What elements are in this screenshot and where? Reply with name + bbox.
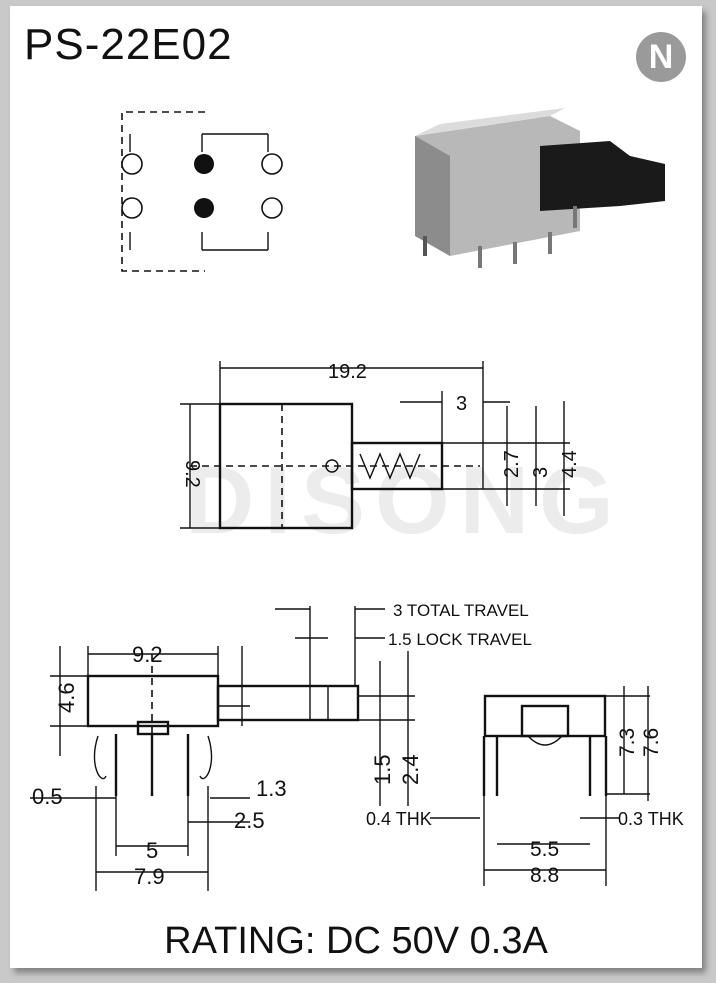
front-dim-1-3-label: 1.3 xyxy=(256,776,287,801)
contact-schematic: 19.2 9.2 3 2.7 3 4.4 xyxy=(30,108,684,891)
side-pitch-label: 5.5 xyxy=(530,838,559,861)
front-body-width-label: 9.2 xyxy=(132,642,163,667)
side-thk-right-label: 0.3 THK xyxy=(618,809,684,829)
top-dim-2-7-label: 2.7 xyxy=(501,450,523,478)
top-dim-3-label: 3 xyxy=(530,467,552,478)
side-span-label: 8.8 xyxy=(530,864,559,887)
front-height-label: 4.6 xyxy=(54,682,79,713)
side-dim-7-3-label: 7.3 xyxy=(616,728,639,757)
lock-travel-label: 1.5 LOCK TRAVEL xyxy=(388,630,532,649)
side-view-drawing: 7.3 7.6 0.4 THK 0.3 THK 5.5 8.8 xyxy=(366,686,684,887)
top-width-label: 9.2 xyxy=(181,460,203,488)
datasheet-page: PS-22E02 N DISONG xyxy=(10,6,702,968)
side-thk-left-label: 0.4 THK xyxy=(366,809,432,829)
total-travel-label: 3 TOTAL TRAVEL xyxy=(393,601,529,620)
top-length-label: 19.2 xyxy=(328,361,367,383)
top-view-drawing: 19.2 9.2 3 2.7 3 4.4 xyxy=(180,361,581,530)
brand-logo-icon: N xyxy=(636,32,686,82)
front-pitch-label: 5 xyxy=(146,838,158,863)
front-view-drawing: 9.2 4.6 3 TOTAL TRAVEL 1.5 LOCK TRAVEL 1… xyxy=(30,601,532,891)
product-photo xyxy=(415,108,665,268)
watermark: DISONG xyxy=(185,447,624,554)
front-dim-1-5-label: 1.5 xyxy=(370,754,395,785)
side-dim-7-6-label: 7.6 xyxy=(640,728,663,757)
top-button-length-label: 3 xyxy=(456,393,467,415)
front-span-label: 7.9 xyxy=(134,864,165,889)
rating-label: RATING: DC 50V 0.3A xyxy=(164,920,548,962)
top-dim-4-4-label: 4.4 xyxy=(559,450,581,478)
front-dim-2-4-label: 2.4 xyxy=(398,754,423,785)
front-dim-0-5-label: 0.5 xyxy=(32,784,63,809)
model-title: PS-22E02 xyxy=(24,20,233,69)
front-dim-2-5-label: 2.5 xyxy=(234,808,265,833)
schematic-diagram xyxy=(121,111,283,272)
